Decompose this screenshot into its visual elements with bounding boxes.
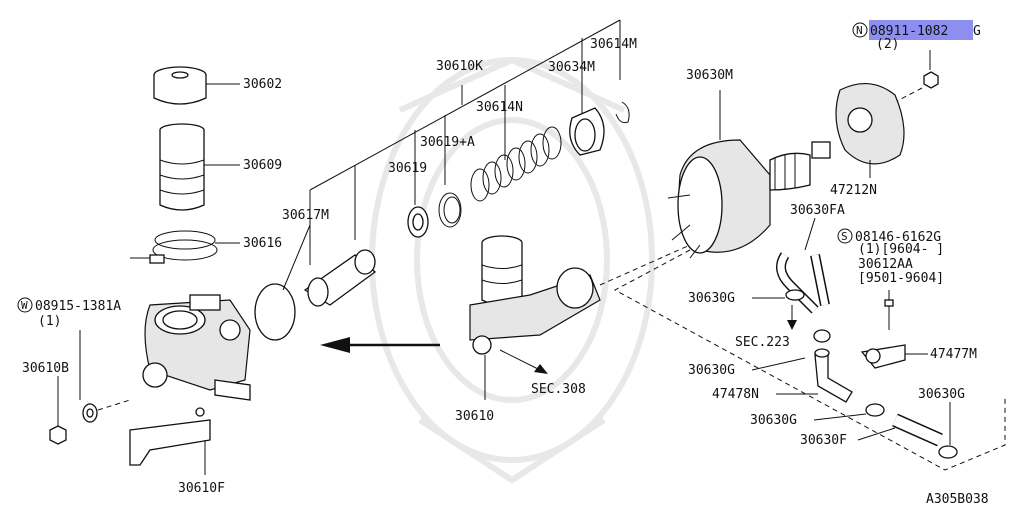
label-08911-1082[interactable]: 08911-1082 xyxy=(870,24,948,39)
sec223-arrow xyxy=(787,305,797,330)
part-30602-cap[interactable] xyxy=(153,66,207,105)
label-30619[interactable]: 30619 xyxy=(388,161,427,176)
label-47477M[interactable]: 47477M xyxy=(930,347,977,362)
part-30614M-clip[interactable] xyxy=(615,101,630,124)
label-08146-range: (1)[9604- ] xyxy=(858,242,944,257)
part-47478N-connector[interactable] xyxy=(814,348,853,403)
watermark xyxy=(369,56,655,484)
prefix-s-circle xyxy=(837,228,853,244)
label-30630FA[interactable]: 30630FA xyxy=(790,203,845,218)
label-30630G-a[interactable]: 30630G xyxy=(688,291,735,306)
label-30616[interactable]: 30616 xyxy=(243,236,282,251)
prefix-n-circle xyxy=(852,22,868,38)
part-30619A-snap-ring[interactable] xyxy=(438,192,462,228)
prefix-n: N xyxy=(856,24,863,37)
part-30630FA-hose[interactable] xyxy=(776,252,830,314)
part-30610F-bracket[interactable] xyxy=(129,407,211,466)
label-30612AA-range: [9501-9604] xyxy=(858,271,944,286)
label-30630G-d[interactable]: 30630G xyxy=(918,387,965,402)
label-30610K[interactable]: 30610K xyxy=(436,59,483,74)
label-30634M[interactable]: 30634M xyxy=(548,60,595,75)
label-08915-qty: (1) xyxy=(38,314,61,329)
part-30630G-clamp-a[interactable] xyxy=(785,289,805,301)
label-30610F[interactable]: 30610F xyxy=(178,481,225,496)
label-30630G-c[interactable]: 30630G xyxy=(750,413,797,428)
label-30610[interactable]: 30610 xyxy=(455,409,494,424)
part-30630F-hose[interactable] xyxy=(892,413,943,447)
label-08146-6162G[interactable]: 08146-6162G xyxy=(855,230,941,245)
part-30617M-piston[interactable] xyxy=(303,249,377,307)
label-30602[interactable]: 30602 xyxy=(243,77,282,92)
part-47477M-bracket[interactable] xyxy=(860,344,906,369)
part-08911-nut[interactable] xyxy=(923,71,939,89)
prefix-s: S xyxy=(841,230,848,243)
label-30614N[interactable]: 30614N xyxy=(476,100,523,115)
label-sec308[interactable]: SEC.308 xyxy=(531,382,586,397)
part-30634M-boot[interactable] xyxy=(569,107,605,156)
label-47212N[interactable]: 47212N xyxy=(830,183,877,198)
label-sec223[interactable]: SEC.223 xyxy=(735,335,790,350)
prefix-w-circle xyxy=(17,297,33,313)
label-30630G-b[interactable]: 30630G xyxy=(688,363,735,378)
label-30617M[interactable]: 30617M xyxy=(282,208,329,223)
label-30609[interactable]: 30609 xyxy=(243,158,282,173)
part-diaphragm-disk[interactable] xyxy=(254,283,296,341)
part-30630G-clamp-c[interactable] xyxy=(865,403,885,417)
label-08911-suffix: G xyxy=(973,24,981,39)
direction-arrow xyxy=(320,337,440,353)
part-30616-clamp[interactable] xyxy=(130,230,218,264)
diagram-code: A305B038 xyxy=(926,492,989,507)
part-30610B-nut[interactable] xyxy=(49,425,67,445)
part-30610-cylinder-assembly[interactable] xyxy=(469,235,601,355)
label-47478N[interactable]: 47478N xyxy=(712,387,759,402)
prefix-w: W xyxy=(21,299,28,312)
label-30630F[interactable]: 30630F xyxy=(800,433,847,448)
highlight-08911 xyxy=(869,20,973,40)
part-30614N-spring[interactable] xyxy=(470,126,562,202)
sec308-arrow xyxy=(499,349,548,374)
label-08911-qty: (2) xyxy=(876,37,899,52)
part-30609-reservoir[interactable] xyxy=(159,123,205,211)
label-30612AA[interactable]: 30612AA xyxy=(858,257,913,272)
label-30614M[interactable]: 30614M xyxy=(590,37,637,52)
part-30612AA-bolt[interactable] xyxy=(884,299,894,330)
label-30630M[interactable]: 30630M xyxy=(686,68,733,83)
part-30630M-booster[interactable] xyxy=(667,139,831,259)
part-master-cylinder-body[interactable] xyxy=(142,294,251,401)
label-30619A[interactable]: 30619+A xyxy=(420,135,475,150)
part-30630G-clamp-d[interactable] xyxy=(938,445,958,459)
part-30630G-clamp-b[interactable] xyxy=(813,329,831,343)
label-08915-1381A[interactable]: 08915-1381A xyxy=(35,299,121,314)
assembly-boundary xyxy=(613,249,1006,471)
part-47212N-gasket[interactable] xyxy=(835,83,905,165)
part-08915-washer[interactable] xyxy=(82,403,98,423)
part-30619-ring[interactable] xyxy=(407,206,429,238)
label-30610B[interactable]: 30610B xyxy=(22,361,69,376)
